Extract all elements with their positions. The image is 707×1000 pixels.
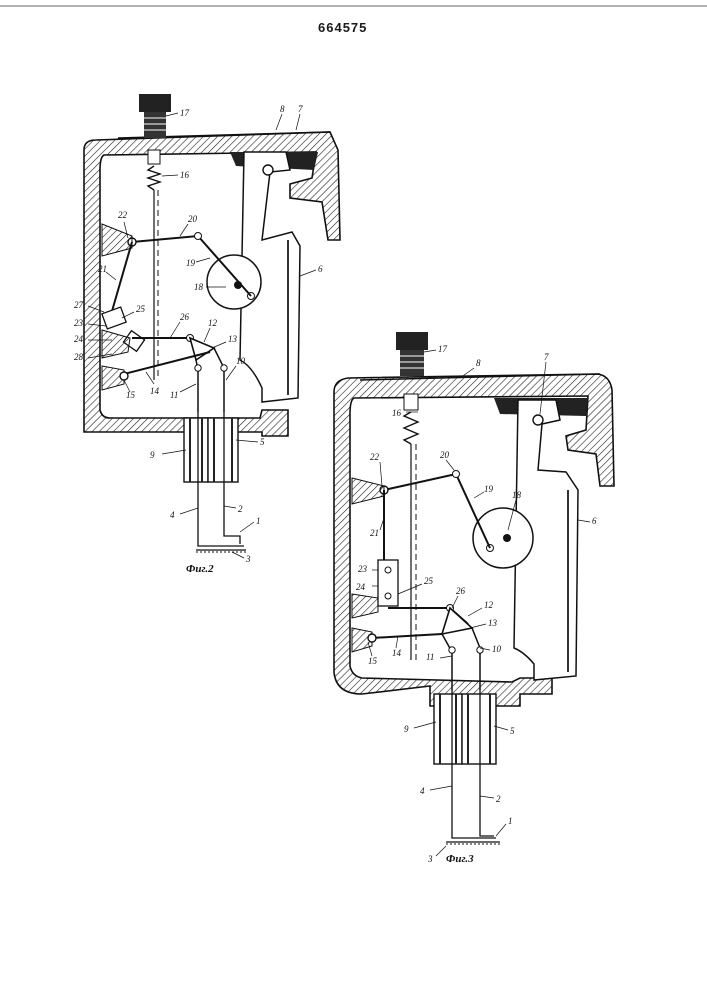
label-19: 19 [186, 258, 196, 268]
label-4: 4 [420, 786, 425, 796]
label-14: 14 [150, 386, 160, 396]
label-24: 24 [74, 334, 84, 344]
label-3: 3 [245, 554, 251, 564]
label-10: 10 [492, 644, 502, 654]
pivot-7 [263, 165, 273, 175]
label-11: 11 [170, 390, 178, 400]
tubes [184, 418, 238, 482]
label-28: 28 [74, 352, 84, 362]
label-15: 15 [368, 656, 378, 666]
triangle-link [442, 608, 472, 634]
label-25: 25 [424, 576, 434, 586]
label-24: 24 [356, 582, 366, 592]
label-25: 25 [136, 304, 146, 314]
label-26: 26 [180, 312, 190, 322]
spring [148, 166, 160, 190]
bracket-24 [352, 594, 378, 618]
label-19: 19 [484, 484, 494, 494]
joint-10 [221, 365, 227, 371]
rod-10 [214, 348, 224, 412]
slider-pin-upper [385, 567, 391, 573]
label-26: 26 [456, 586, 466, 596]
label-2: 2 [238, 504, 243, 514]
label-8: 8 [476, 358, 481, 368]
joint [453, 471, 460, 478]
figure-2-caption: Фиг.2 [186, 563, 214, 575]
label-23: 23 [74, 318, 84, 328]
joint-15 [120, 372, 128, 380]
label-6: 6 [318, 264, 323, 274]
label-4: 4 [170, 510, 175, 520]
spring [404, 412, 418, 444]
joint-10 [477, 647, 483, 653]
label-13: 13 [228, 334, 238, 344]
label-22: 22 [118, 210, 128, 220]
label-27: 27 [74, 300, 84, 310]
label-9: 9 [150, 450, 155, 460]
slider-pin-lower [385, 593, 391, 599]
label-20: 20 [440, 450, 450, 460]
label-21: 21 [98, 264, 107, 274]
joint-11 [195, 365, 201, 371]
joint-11 [449, 647, 455, 653]
label-16: 16 [392, 408, 402, 418]
joint-15 [368, 634, 376, 642]
label-17: 17 [180, 108, 190, 118]
label-8: 8 [280, 104, 285, 114]
label-3: 3 [427, 854, 433, 864]
label-16: 16 [180, 170, 190, 180]
label-5: 5 [260, 437, 265, 447]
figure-3 [334, 332, 614, 844]
tubes [434, 694, 496, 764]
label-9: 9 [404, 724, 409, 734]
label-17: 17 [438, 344, 448, 354]
label-7: 7 [298, 104, 303, 114]
bracket-24 [102, 330, 130, 358]
label-23: 23 [358, 564, 368, 574]
figure-3-caption: Фиг.3 [446, 853, 474, 865]
label-21: 21 [370, 528, 379, 538]
label-6: 6 [592, 516, 597, 526]
joint [195, 233, 202, 240]
label-1: 1 [256, 516, 261, 526]
label-2: 2 [496, 794, 501, 804]
bracket-22 [102, 224, 132, 256]
label-7: 7 [544, 352, 549, 362]
cam-axle [503, 534, 511, 542]
label-18: 18 [512, 490, 522, 500]
cam-disc [207, 255, 261, 309]
label-5: 5 [510, 726, 515, 736]
label-1: 1 [508, 816, 513, 826]
label-11: 11 [426, 652, 434, 662]
link-14 [372, 634, 442, 638]
label-10: 10 [236, 356, 246, 366]
label-13: 13 [488, 618, 498, 628]
label-12: 12 [208, 318, 218, 328]
label-20: 20 [188, 214, 198, 224]
label-18: 18 [194, 282, 204, 292]
bracket-22 [352, 478, 384, 504]
label-12: 12 [484, 600, 494, 610]
pivot-7 [533, 415, 543, 425]
label-14: 14 [392, 648, 402, 658]
label-22: 22 [370, 452, 380, 462]
label-15: 15 [126, 390, 136, 400]
